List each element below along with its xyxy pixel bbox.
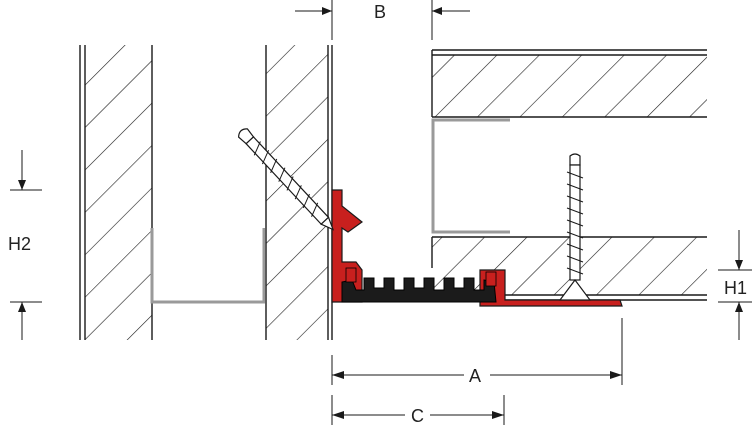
right-flashing [431, 118, 510, 234]
vertical-anchor-screw [558, 153, 592, 301]
label-c: C [411, 406, 424, 426]
label-a: A [469, 366, 481, 386]
upper-slab [431, 49, 707, 118]
rubber-insert [341, 267, 497, 303]
dimension-a: A [331, 318, 623, 386]
dimension-c: C [331, 395, 505, 426]
dimension-h1: H1 [718, 230, 752, 340]
diagonal-anchor-screw [238, 128, 335, 231]
left-flashing [150, 228, 266, 304]
label-h2: H2 [8, 234, 31, 254]
label-b: B [374, 2, 386, 22]
left-wall [79, 45, 153, 340]
label-h1: H1 [724, 278, 747, 298]
dimension-b: B [295, 0, 470, 40]
dimension-h2: H2 [8, 150, 42, 340]
